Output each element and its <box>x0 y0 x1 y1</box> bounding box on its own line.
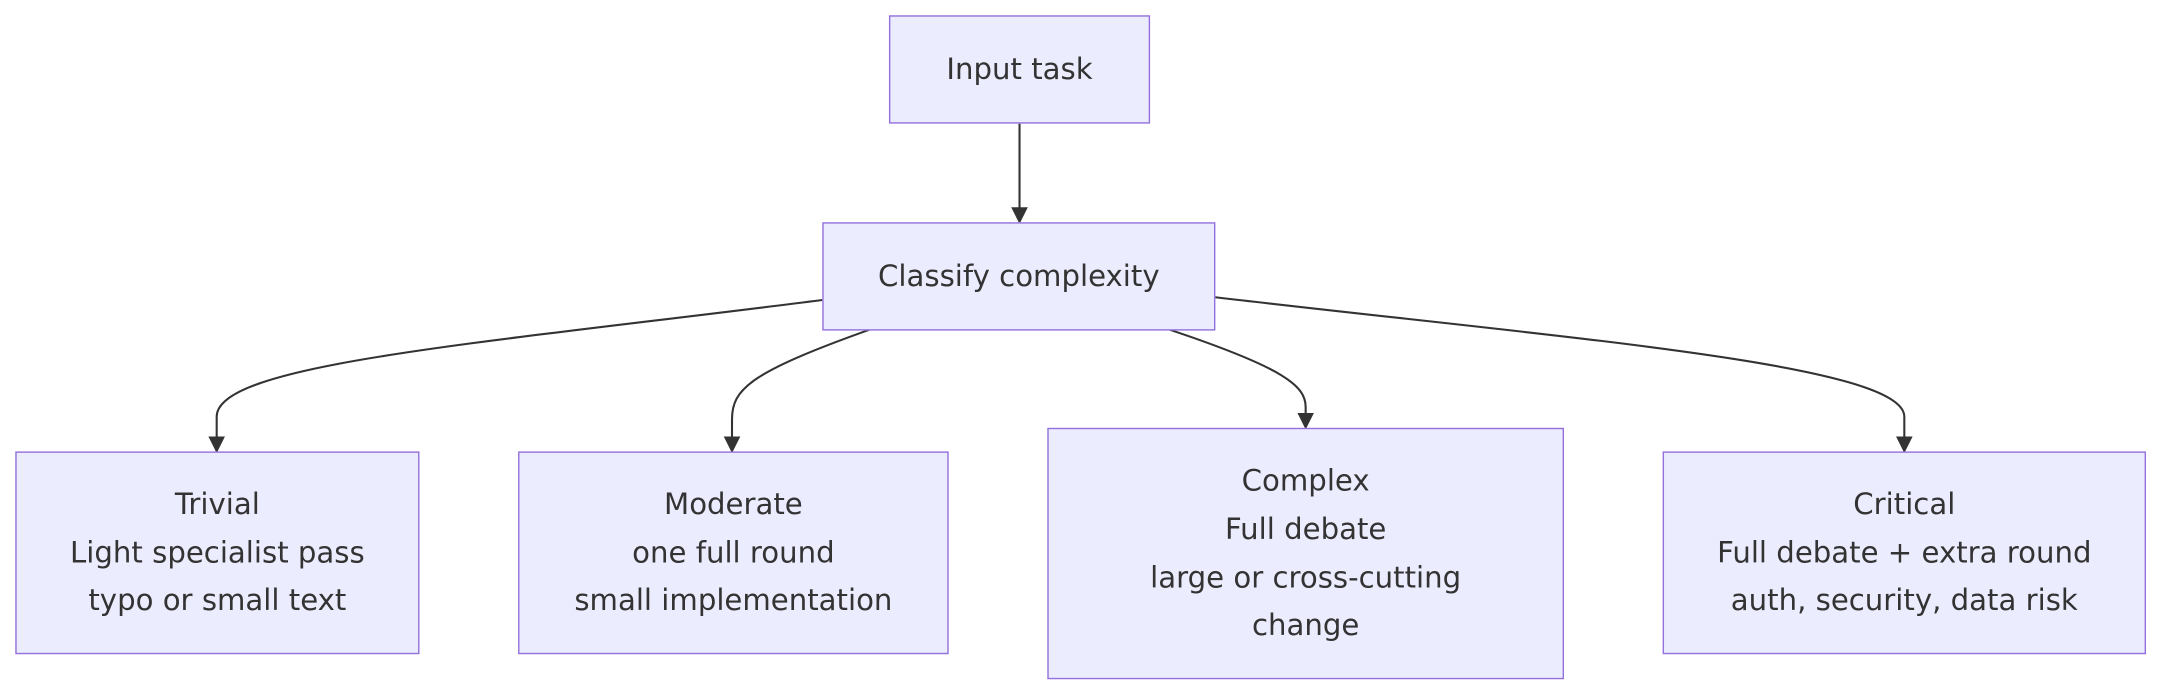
edge-classify-complex <box>1167 328 1314 430</box>
node-critical: Critical Full debate + extra round auth,… <box>1662 451 2147 655</box>
node-moderate: Moderate one full round small implementa… <box>518 451 949 655</box>
node-line: Light specialist pass <box>70 535 365 570</box>
edge-classify-trivial <box>208 298 823 454</box>
node-classify-complexity: Classify complexity <box>822 222 1216 331</box>
edge-classify-critical <box>1215 296 1913 454</box>
node-input-task: Input task <box>888 15 1151 124</box>
node-complex: Complex Full debate large or cross-cutti… <box>1047 427 1565 680</box>
node-line: Full debate + extra round <box>1717 535 2092 570</box>
node-line: change <box>1251 608 1360 642</box>
node-trivial: Trivial Light specialist pass typo or sm… <box>15 451 420 655</box>
node-title: Trivial <box>174 487 260 522</box>
edge-classify-moderate <box>723 328 872 454</box>
node-title: Critical <box>1853 487 1956 522</box>
node-line: typo or small text <box>88 583 347 618</box>
node-label: Classify complexity <box>878 259 1160 293</box>
node-line: Full debate <box>1224 512 1387 546</box>
node-label: Input task <box>946 52 1093 86</box>
node-title: Complex <box>1241 464 1370 498</box>
node-line: small implementation <box>574 583 893 618</box>
node-line: large or cross-cutting <box>1150 560 1462 594</box>
node-line: auth, security, data risk <box>1730 583 2078 618</box>
node-title: Moderate <box>664 487 803 522</box>
node-line: one full round <box>632 535 835 570</box>
